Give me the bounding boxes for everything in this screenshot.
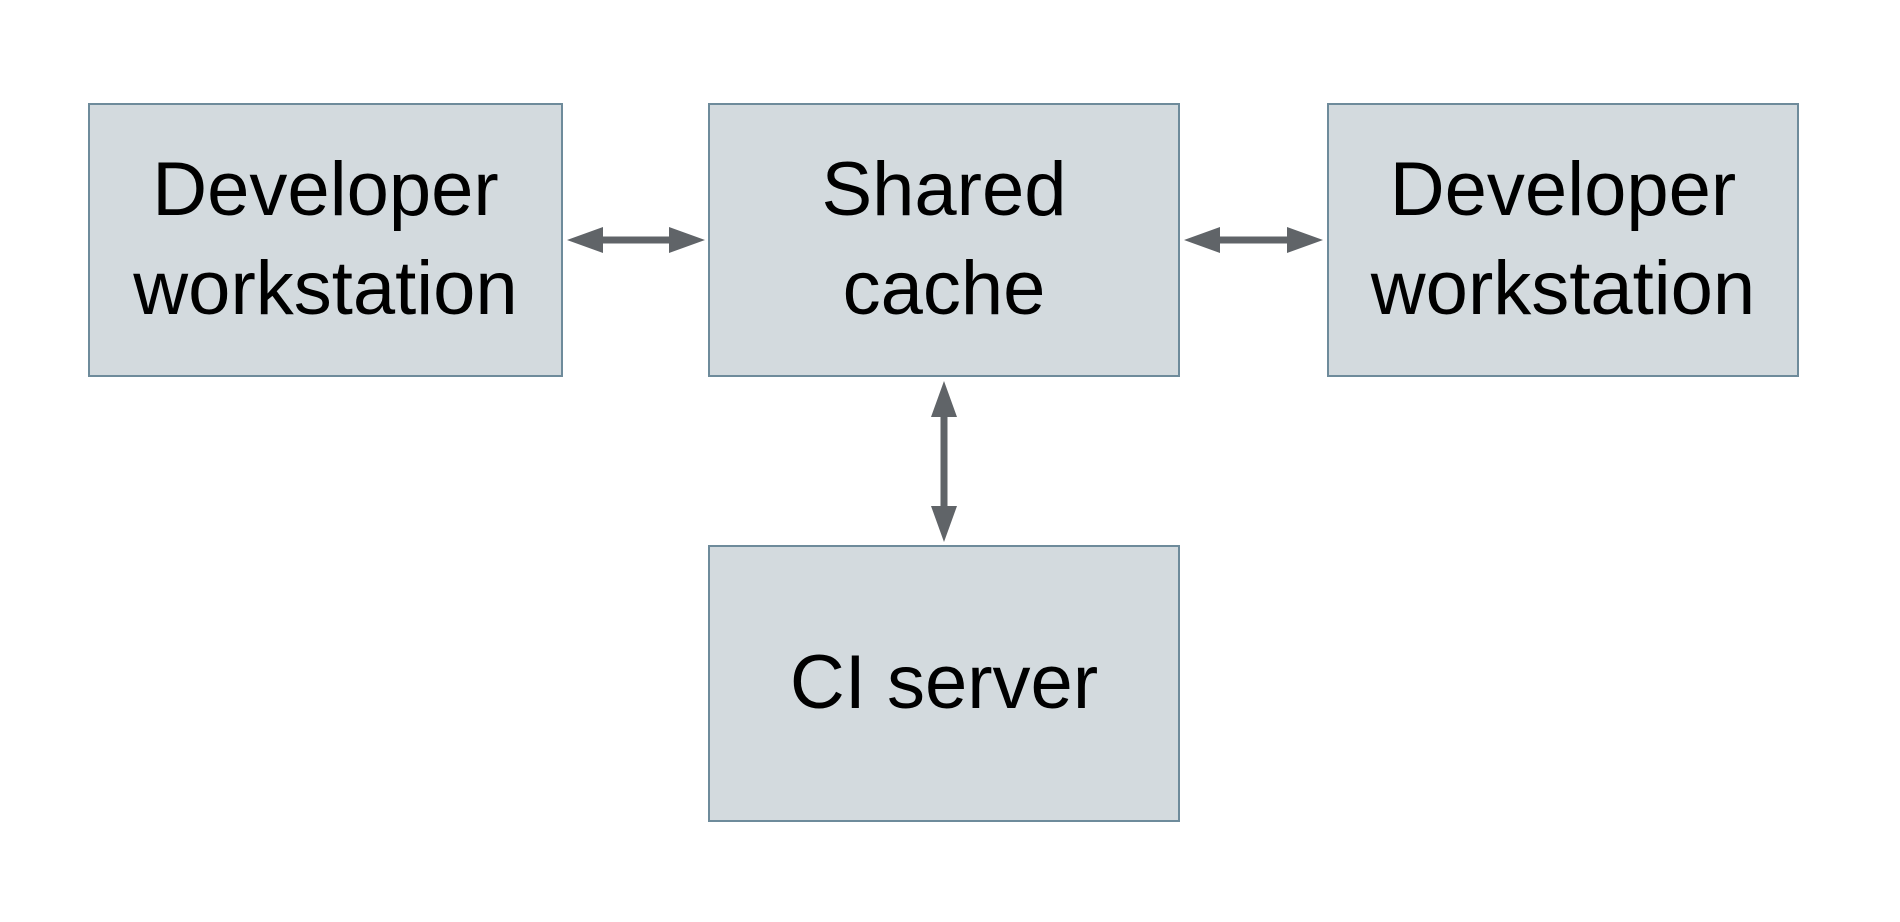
- node-shared-cache: Shared cache: [708, 103, 1180, 377]
- bidirectional-arrow-sharedcache-devright: [1184, 227, 1323, 253]
- bidirectional-arrow-sharedcache-ciserver: [931, 381, 957, 542]
- node-developer-workstation-left: Developer workstation: [88, 103, 563, 377]
- node-label: Developer workstation: [1370, 147, 1756, 331]
- node-developer-workstation-right: Developer workstation: [1327, 103, 1799, 377]
- node-label: Shared cache: [821, 147, 1067, 331]
- node-label: Developer workstation: [133, 147, 518, 331]
- node-ci-server: CI server: [708, 545, 1180, 822]
- node-label: CI server: [789, 640, 1099, 726]
- bidirectional-arrow-devleft-sharedcache: [567, 227, 705, 253]
